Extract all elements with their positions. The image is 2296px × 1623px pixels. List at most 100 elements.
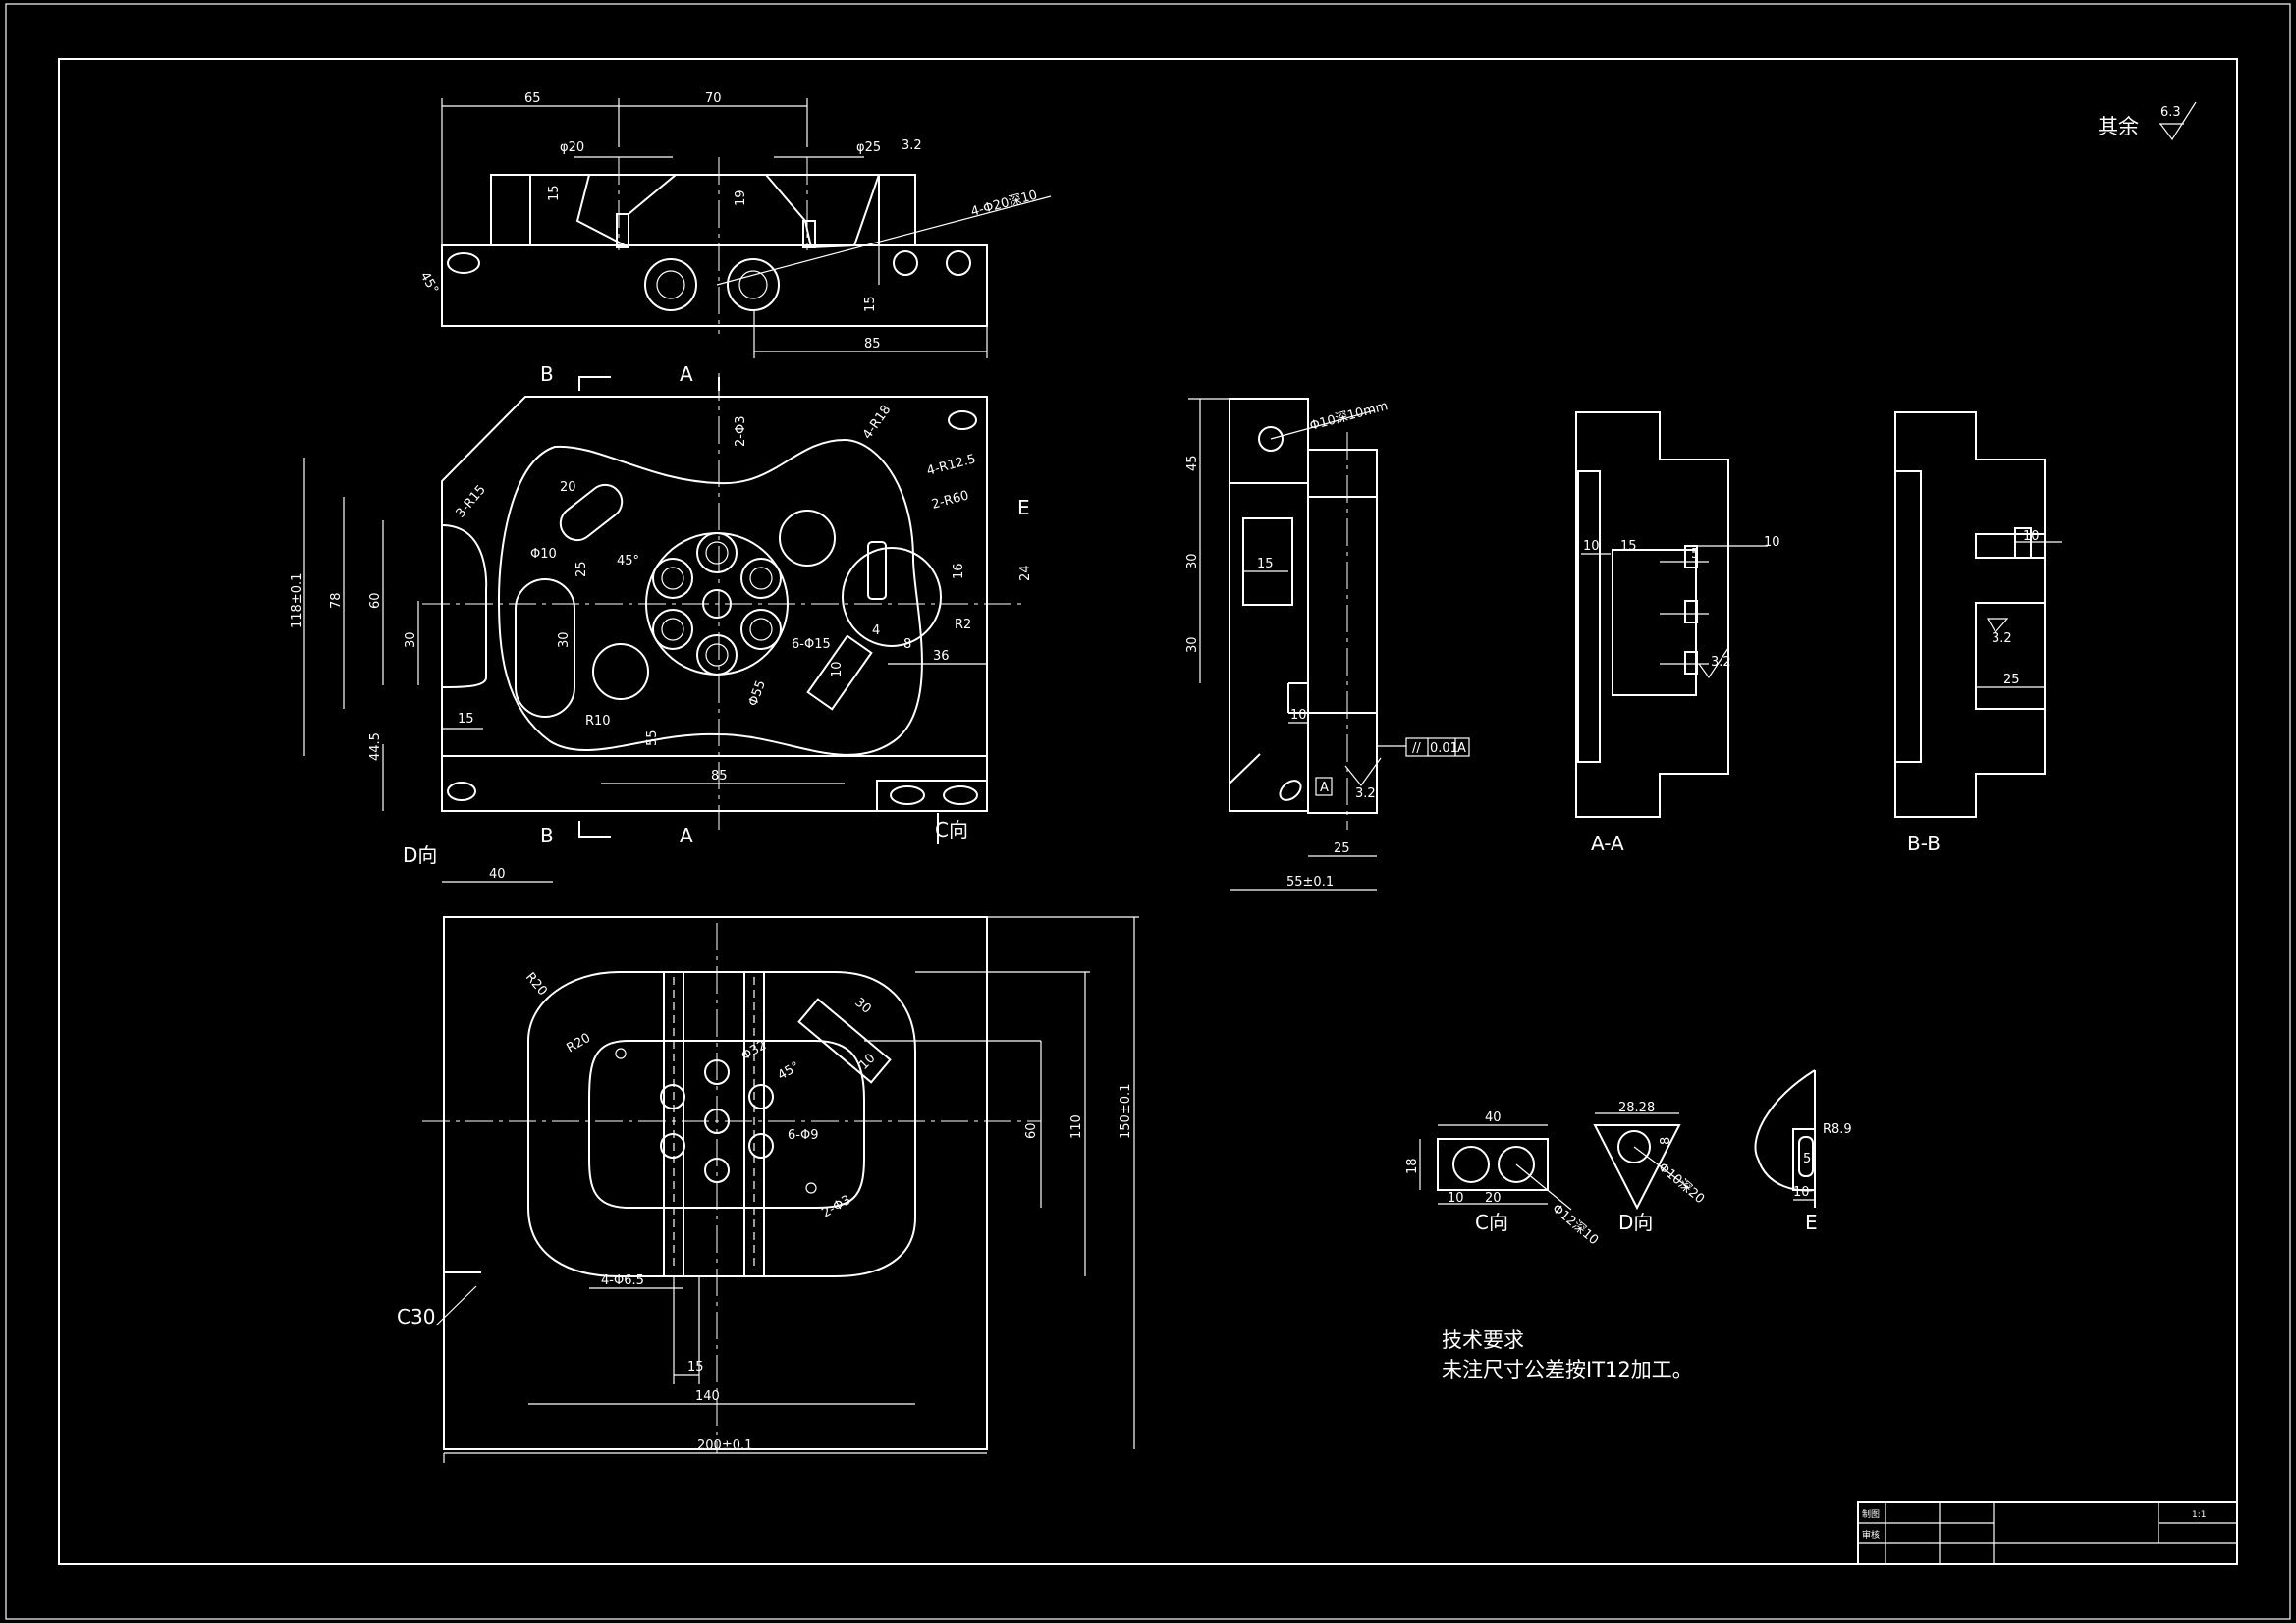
svg-text:Φ12深10: Φ12深10 [1549,1202,1601,1249]
svg-text:45°: 45° [417,270,442,297]
svg-text:150±0.1: 150±0.1 [1119,1084,1133,1139]
svg-text:30: 30 [404,631,418,648]
svg-text:45: 45 [1185,455,1200,471]
tech-title: 技术要求 [1442,1328,1524,1352]
corner-note: 其余 [2098,115,2139,138]
svg-text:A-A: A-A [1591,832,1624,855]
svg-text:R2: R2 [955,618,971,632]
svg-text:6-Φ15: 6-Φ15 [792,637,831,652]
svg-text:4-Φ20深10: 4-Φ20深10 [969,188,1039,219]
svg-text:44.5: 44.5 [368,732,383,761]
svg-text:15: 15 [547,185,562,201]
svg-text:200±0.1: 200±0.1 [697,1438,752,1453]
svg-text:10: 10 [830,661,845,677]
svg-text:E: E [1805,1211,1818,1234]
svg-text:30: 30 [1185,636,1200,653]
svg-text:4-R12.5: 4-R12.5 [925,452,977,479]
svg-text:6-Φ9: 6-Φ9 [788,1128,818,1143]
svg-text:3-R15: 3-R15 [454,482,489,520]
svg-text:4: 4 [872,623,880,638]
svg-text:28.28: 28.28 [1618,1101,1655,1115]
svg-text:A: A [1320,781,1329,795]
svg-text://: // [1412,741,1421,756]
svg-text:25: 25 [574,561,589,577]
svg-text:3.2: 3.2 [1992,631,2012,646]
svg-text:110: 110 [1069,1114,1084,1139]
svg-text:55±0.1: 55±0.1 [1286,875,1334,890]
svg-text:60: 60 [1024,1122,1039,1139]
svg-text:0.01: 0.01 [1430,741,1458,756]
svg-text:R20: R20 [522,970,550,999]
svg-text:10: 10 [1583,539,1600,554]
svg-text:R8.9: R8.9 [1823,1122,1852,1137]
inner-frame [58,58,2238,1565]
section-b-b: 10 3.2 25 B-B [1894,411,2062,855]
svg-text:A: A [680,362,693,386]
side-view: 45 30 30 15 10 25 55±0.1 Φ10深10mm // 0.0… [1185,398,1470,891]
svg-text:15: 15 [687,1360,704,1375]
svg-text:Φ10深20: Φ10深20 [1655,1161,1707,1208]
svg-text:15: 15 [1257,557,1274,571]
svg-text:R20: R20 [565,1031,594,1056]
svg-text:40: 40 [489,867,506,882]
svg-text:4-Φ6.5: 4-Φ6.5 [601,1273,644,1288]
svg-text:8: 8 [903,637,911,652]
svg-text:30: 30 [851,996,873,1017]
svg-text:85: 85 [711,769,728,784]
svg-text:A: A [680,824,693,847]
svg-text:φ20: φ20 [560,140,584,155]
svg-text:6.3: 6.3 [2160,105,2181,120]
svg-text:15: 15 [458,712,474,727]
svg-text:24: 24 [1018,565,1033,581]
svg-text:10: 10 [2023,529,2040,544]
svg-text:3.2: 3.2 [902,138,922,153]
svg-text:10: 10 [1793,1185,1810,1200]
section-a-a: 10 15 5 10 3.2 A-A [1575,411,1780,855]
svg-text:3.2: 3.2 [1711,655,1731,670]
svg-text:25: 25 [1334,841,1350,856]
svg-text:15: 15 [1620,539,1637,554]
svg-text:B-B: B-B [1907,832,1941,855]
svg-text:Φ10深10mm: Φ10深10mm [1308,399,1390,434]
svg-text:C30: C30 [397,1305,435,1328]
svg-text:Φ55: Φ55 [746,678,769,708]
svg-text:118±0.1: 118±0.1 [290,573,304,628]
svg-text:5: 5 [1803,1152,1811,1166]
svg-text:5: 5 [1691,547,1699,562]
svg-text:85: 85 [864,337,881,352]
svg-text:10: 10 [1764,535,1780,550]
svg-text:E: E [1017,496,1030,519]
detail-view-e: R8.9 5 10 E [1754,1069,1852,1234]
svg-text:36: 36 [933,649,950,664]
roughness-symbol-icon [2159,101,2197,141]
svg-text:30: 30 [1185,553,1200,569]
svg-text:审核: 审核 [1862,1529,1880,1541]
outer-frame [5,3,2291,1620]
svg-text:D向: D向 [403,843,437,867]
svg-text:8: 8 [1659,1137,1673,1145]
tech-body: 未注尺寸公差按IT12加工。 [1442,1358,1693,1381]
detail-view-d: 28.28 8 Φ10深20 D向 [1593,1101,1707,1234]
svg-text:10: 10 [1290,708,1307,723]
svg-text:1:1: 1:1 [2192,1510,2206,1520]
svg-text:140: 140 [695,1389,720,1404]
bottom-view: R20 R20 Φ32 45° 30 10 6-Φ9 2-Φ3 4-Φ6.5 1… [397,916,1139,1463]
svg-text:A: A [1457,741,1466,756]
svg-text:45°: 45° [776,1059,802,1084]
svg-text:C向: C向 [935,818,968,841]
front-view: B A E B A D向 C向 118±0.1 78 60 30 44.5 15… [290,362,1033,883]
top-view: 65 70 φ20 φ25 3.2 15 19 4-Φ20深10 45° 85 … [417,91,1052,358]
svg-text:B: B [540,824,554,847]
svg-text:15: 15 [863,296,878,312]
svg-text:45°: 45° [617,554,639,568]
svg-text:4-R18: 4-R18 [860,403,894,442]
detail-view-c: 40 18 10 20 Φ12深10 C向 [1405,1110,1601,1248]
svg-text:2-Φ3: 2-Φ3 [734,416,748,447]
svg-text:D向: D向 [1618,1211,1653,1234]
svg-text:30: 30 [557,631,572,648]
svg-text:2-Φ3: 2-Φ3 [820,1193,854,1221]
svg-text:55: 55 [645,730,660,746]
svg-text:3.2: 3.2 [1355,786,1376,801]
svg-text:20: 20 [1485,1191,1502,1206]
